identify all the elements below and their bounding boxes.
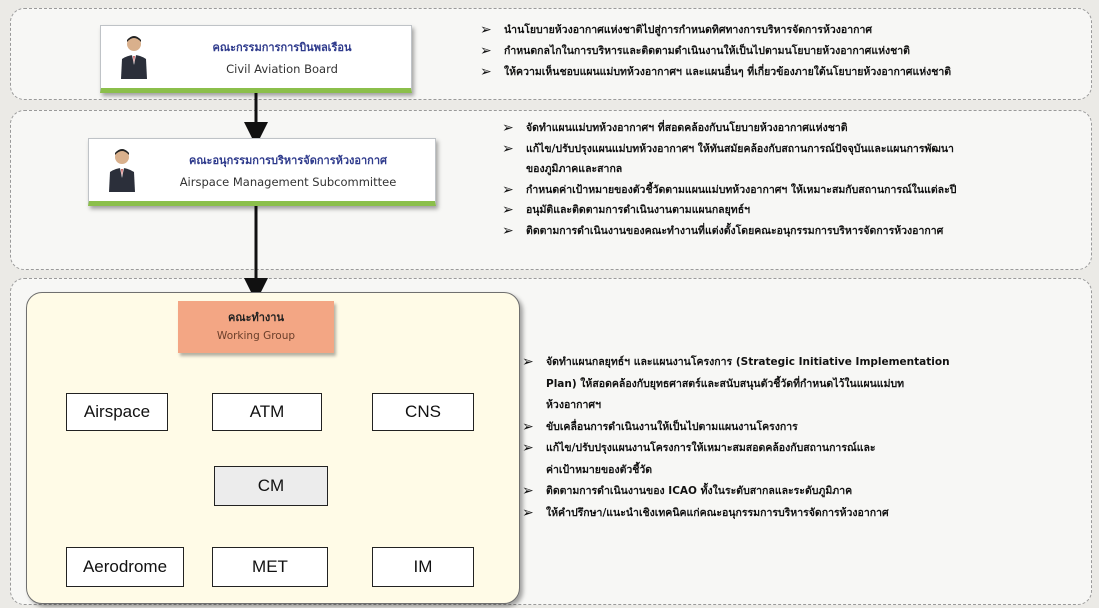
arrow-bullet-icon: ➢: [502, 140, 514, 157]
list-item: ➢ติดตามการดำเนินงานของคณะทำงานที่แต่งตั้…: [500, 221, 1090, 242]
working-group-english-title: Working Group: [216, 330, 296, 342]
list-item: ➢ให้ความเห็นชอบแผนแม่บทห้วงอากาศฯ และแผน…: [478, 62, 1078, 83]
list-item: ➢อนุมัติและติดตามการดำเนินงานตามแผนกลยุท…: [500, 200, 1090, 221]
node-cns: CNS: [372, 393, 474, 431]
arrow-bullet-icon: ➢: [502, 120, 514, 136]
list-item: ➢กำหนดกลไกในการบริหารและติดตามดำเนินงานใ…: [478, 41, 1078, 62]
list-item: ➢แก้ไข/ปรับปรุงแผนแม่บทห้วงอากาศฯ ให้ทัน…: [502, 140, 954, 176]
list-item: ➢แก้ไข/ปรับปรุงแผนงานโครงการให้เหมาะสมสอ…: [522, 440, 876, 476]
subcommittee-box: คณะอนุกรรมการบริหารจัดการห้วงอากาศ Airsp…: [88, 138, 436, 206]
arrow-bullet-icon: ➢: [480, 64, 492, 80]
civil-aviation-board-box: คณะกรรมการการบินพลเรือน Civil Aviation B…: [100, 25, 412, 93]
person-in-suit-icon: [121, 36, 147, 79]
arrow-bullet-icon: ➢: [522, 504, 534, 521]
arrow-bullet-icon: ➢: [522, 440, 534, 456]
node-im: IM: [372, 547, 474, 587]
arrow-bullet-icon: ➢: [522, 483, 534, 499]
list-item: ➢ขับเคลื่อนการดำเนินงานให้เป็นไปตามแผนงา…: [520, 417, 1080, 439]
arrow-bullet-icon: ➢: [502, 222, 514, 239]
list-item: ➢จัดทำแผนแม่บทห้วงอากาศฯ ที่สอดคล้องกับน…: [500, 118, 1090, 139]
person-in-suit-icon: [109, 149, 135, 192]
list-item: ➢ให้คำปรึกษา/แนะนำเชิงเทคนิคแก่คณะอนุกรร…: [520, 503, 1080, 525]
subcommittee-english-title: Airspace Management Subcommittee: [179, 175, 397, 189]
node-atm: ATM: [212, 393, 322, 431]
subcommittee-thai-title: คณะอนุกรรมการบริหารจัดการห้วงอากาศ: [188, 154, 388, 167]
board-thai-title: คณะกรรมการการบินพลเรือน: [212, 41, 352, 54]
list-item: ➢นำนโยบายห้วงอากาศแห่งชาติไปสู่การกำหนดท…: [478, 20, 1078, 41]
working-group-duties-list: ➢จัดทำแผนกลยุทธ์ฯ และแผนงานโครงการ (Stra…: [520, 352, 1080, 524]
arrow-bullet-icon: ➢: [522, 354, 534, 370]
subcommittee-duties-list: ➢จัดทำแผนแม่บทห้วงอากาศฯ ที่สอดคล้องกับน…: [500, 118, 1090, 241]
board-english-title: Civil Aviation Board: [226, 62, 338, 76]
list-item: ➢จัดทำแผนกลยุทธ์ฯ และแผนงานโครงการ (Stra…: [522, 354, 950, 411]
node-airspace: Airspace: [66, 393, 168, 431]
working-group-title-box: คณะทำงาน Working Group: [178, 301, 334, 353]
node-aerodrome: Aerodrome: [66, 547, 184, 587]
node-cm: CM: [214, 466, 328, 506]
board-duties-list: ➢นำนโยบายห้วงอากาศแห่งชาติไปสู่การกำหนดท…: [478, 20, 1078, 83]
arrow-bullet-icon: ➢: [480, 22, 492, 38]
arrow-bullet-icon: ➢: [480, 43, 492, 59]
arrow-bullet-icon: ➢: [502, 181, 514, 198]
list-item: ➢ติดตามการดำเนินงานของ ICAO ทั้งในระดับส…: [520, 481, 1080, 503]
arrow-bullet-icon: ➢: [522, 418, 534, 435]
node-met: MET: [212, 547, 328, 587]
list-item: ➢กำหนดค่าเป้าหมายของตัวชี้วัดตามแผนแม่บท…: [500, 180, 1090, 201]
arrow-bullet-icon: ➢: [502, 202, 514, 218]
working-group-thai-title: คณะทำงาน: [228, 311, 284, 324]
